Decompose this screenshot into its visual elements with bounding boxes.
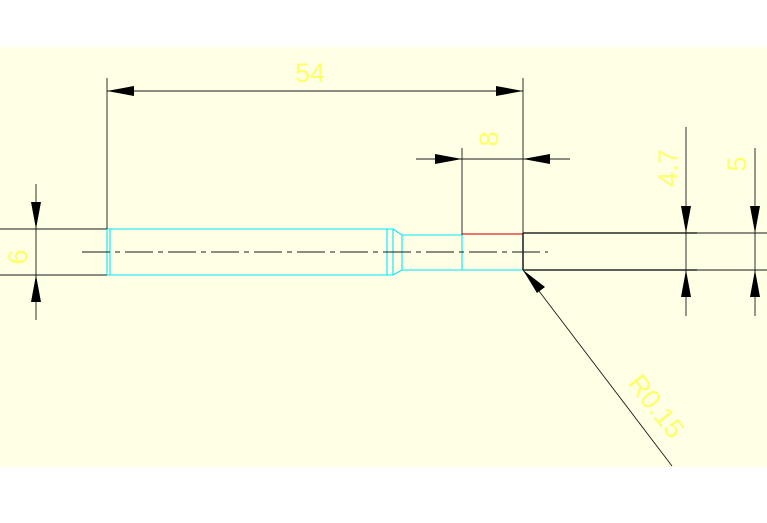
arrowhead [523, 154, 550, 164]
dimension-tip-height [681, 127, 691, 316]
dim-text-stock-height: 5 [722, 156, 752, 171]
arrowhead [750, 270, 760, 297]
arrowhead [750, 206, 760, 233]
radius-leader [522, 269, 673, 467]
dim-text-overall-length: 54 [295, 58, 325, 88]
dim-text-tip-height: 4.7 [653, 149, 683, 187]
part-outer-edges [0, 228, 107, 276]
arrowhead [107, 86, 134, 96]
dimension-stock-height [750, 148, 760, 316]
dimension-shank-height [31, 184, 41, 320]
arrowhead [31, 202, 41, 229]
arrowhead [681, 206, 691, 233]
arrowhead [31, 275, 41, 302]
arrowhead [435, 154, 462, 164]
dimension-tip-length [416, 148, 570, 235]
drawing-canvas [0, 47, 767, 467]
dim-text-shank-height: 6 [3, 249, 33, 264]
dimension-overall-length [106, 78, 524, 235]
arrowhead [496, 86, 523, 96]
arrowhead [681, 270, 691, 297]
arrowhead [523, 270, 545, 293]
dim-text-tip-length: 8 [474, 131, 504, 146]
